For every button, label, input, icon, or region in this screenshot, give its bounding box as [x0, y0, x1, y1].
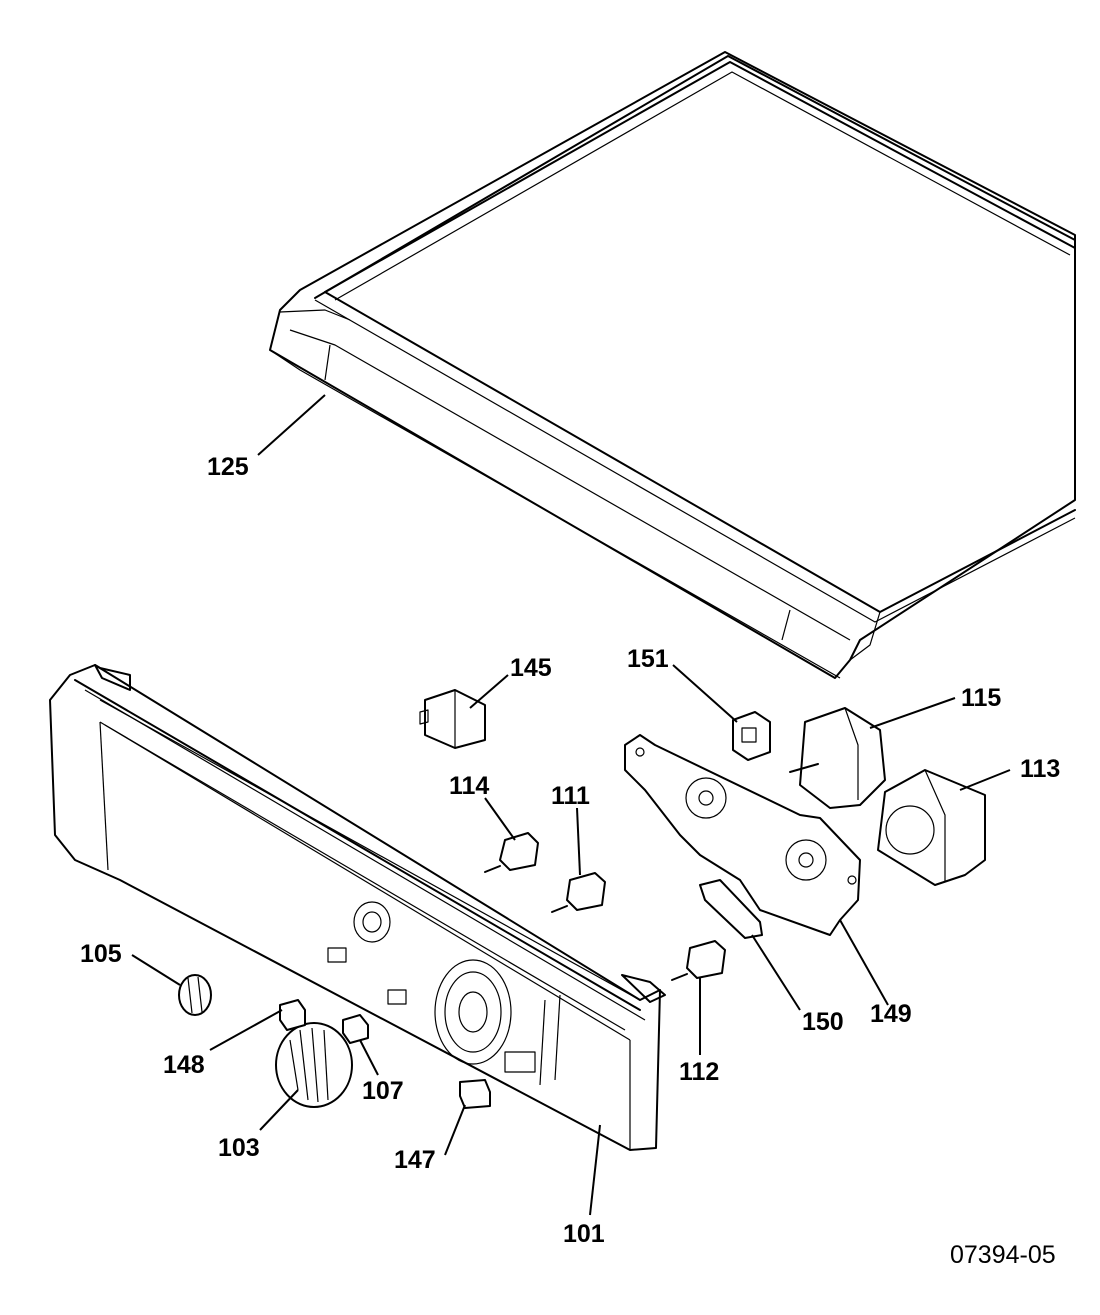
bracket-149-part — [624, 734, 861, 936]
document-number: 07394-05 — [950, 1241, 1056, 1269]
large-knob-part — [275, 1022, 353, 1108]
timer-115-part — [789, 707, 886, 809]
leader-lines — [131, 394, 1011, 1216]
callout-107: 107 — [362, 1077, 404, 1105]
callout-151: 151 — [627, 645, 669, 673]
callout-111: 111 — [551, 782, 590, 810]
control-panel-part — [49, 664, 666, 1151]
callout-103: 103 — [218, 1134, 260, 1162]
button-147-part — [459, 1079, 491, 1109]
clip-150-part — [699, 879, 763, 939]
callout-145: 145 — [510, 654, 552, 682]
callout-114: 114 — [449, 772, 489, 800]
switch-112-part — [671, 940, 726, 981]
callout-125: 125 — [207, 453, 249, 481]
callout-105: 105 — [80, 940, 122, 968]
switch-151-part — [732, 711, 771, 761]
callout-113: 113 — [1020, 755, 1060, 783]
relay-145-part — [419, 689, 486, 749]
callout-149: 149 — [870, 1000, 912, 1028]
top-cover-part — [269, 51, 1076, 679]
timer-113-part — [877, 769, 986, 886]
callout-147: 147 — [394, 1146, 436, 1174]
callout-148: 148 — [163, 1051, 205, 1079]
callout-101: 101 — [563, 1220, 605, 1248]
button-148-part — [279, 999, 306, 1031]
switch-114-part — [484, 832, 539, 873]
callout-115: 115 — [961, 684, 1001, 712]
small-knob-part — [178, 974, 212, 1016]
button-107-part — [342, 1014, 369, 1044]
callout-150: 150 — [802, 1008, 844, 1036]
switch-111-part — [551, 872, 606, 913]
callout-112: 112 — [679, 1058, 719, 1086]
